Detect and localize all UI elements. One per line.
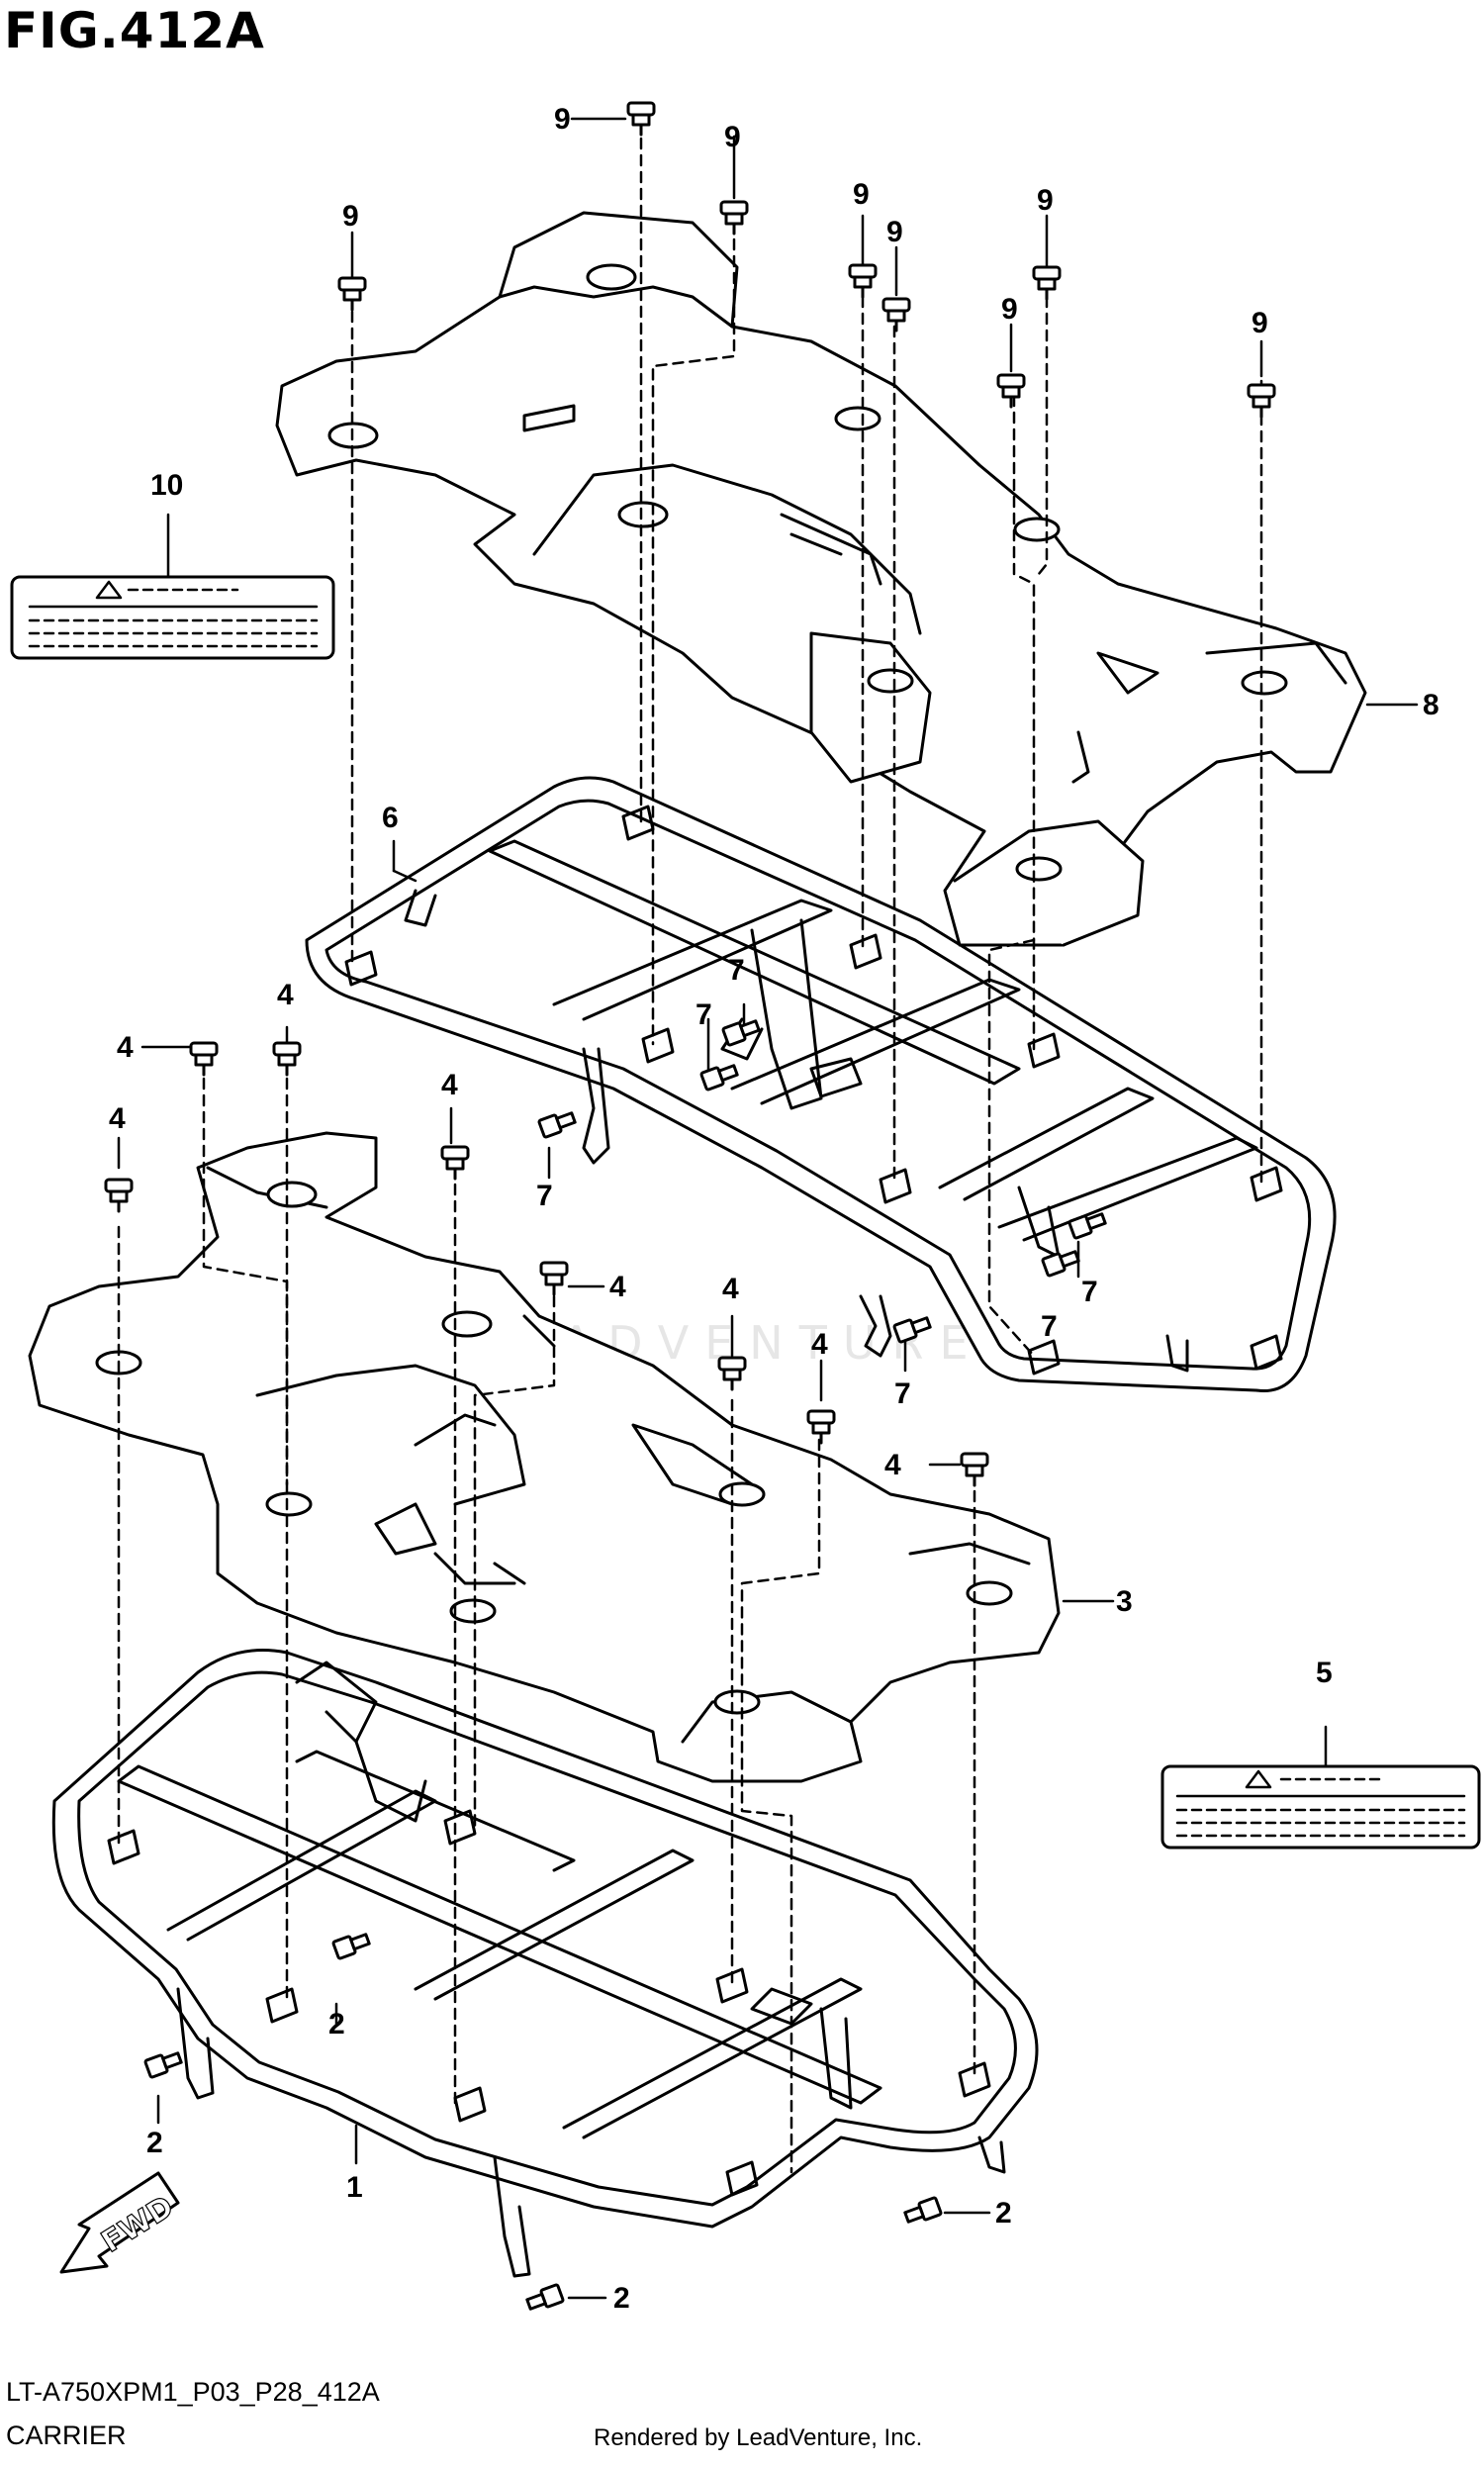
callout-8: 8 <box>1423 689 1439 721</box>
assembly-guide-lines-rear <box>350 137 1263 1358</box>
callout-9: 9 <box>1001 293 1018 326</box>
rear-cover-bolts <box>337 101 1276 419</box>
callout-9: 9 <box>342 200 359 233</box>
callout-7: 7 <box>894 1377 911 1410</box>
callout-9: 9 <box>1037 184 1054 217</box>
callout-4: 4 <box>117 1031 134 1064</box>
callout-10: 10 <box>150 469 183 502</box>
callout-7: 7 <box>696 998 712 1031</box>
callout-7: 7 <box>536 1180 553 1212</box>
callout-3: 3 <box>1116 1585 1133 1618</box>
callout-9: 9 <box>886 216 903 248</box>
callout-9: 9 <box>724 121 741 153</box>
callout-4: 4 <box>722 1273 739 1305</box>
callout-6: 6 <box>382 802 399 834</box>
render-credit: Rendered by LeadVenture, Inc. <box>594 2424 923 2451</box>
rear-carrier-cover <box>275 211 1367 947</box>
callout-4: 4 <box>811 1328 828 1361</box>
callout-9: 9 <box>1252 307 1268 339</box>
callout-9: 9 <box>853 178 870 211</box>
diagram-name: CARRIER <box>6 2421 127 2450</box>
callout-2: 2 <box>328 2008 345 2041</box>
assembly-guide-lines-front <box>117 1077 976 2174</box>
callout-9: 9 <box>554 103 571 136</box>
callout-4: 4 <box>884 1449 901 1481</box>
warning-label-5 <box>1160 1764 1481 1850</box>
fwd-arrow <box>59 2171 180 2274</box>
callout-4: 4 <box>441 1069 458 1101</box>
figure-title: FIG.412A <box>4 2 265 59</box>
leader-lines <box>117 117 1419 2300</box>
callout-4: 4 <box>109 1102 126 1135</box>
callout-2: 2 <box>613 2282 630 2315</box>
callout-7: 7 <box>1081 1276 1098 1308</box>
callout-4: 4 <box>277 979 294 1011</box>
callout-5: 5 <box>1316 1657 1333 1689</box>
front-cover-bolts <box>104 1041 989 1487</box>
callout-7: 7 <box>728 954 745 987</box>
callout-1: 1 <box>346 2171 363 2204</box>
rear-carrier-frame <box>305 776 1337 1393</box>
callout-2: 2 <box>146 2127 163 2159</box>
callout-2: 2 <box>995 2197 1012 2230</box>
small-bolts <box>143 1019 1107 2311</box>
callout-4: 4 <box>609 1271 626 1303</box>
callout-7: 7 <box>1041 1310 1058 1343</box>
callout-numbers: 9 9 9 9 9 9 9 9 10 8 6 4 4 4 4 4 4 4 4 3… <box>109 103 1439 2315</box>
warning-label-10 <box>10 575 335 660</box>
front-carrier-frame <box>51 1649 1039 2278</box>
diagram-code: LT-A750XPM1_P03_P28_412A <box>6 2377 380 2407</box>
